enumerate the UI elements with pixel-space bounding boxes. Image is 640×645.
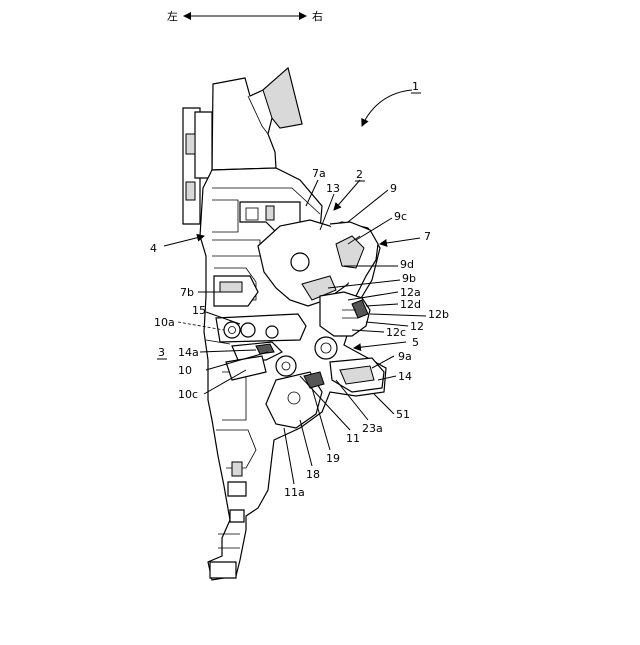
leader-9 — [348, 190, 388, 222]
leader-18 — [300, 420, 312, 466]
label-14: 14 — [398, 370, 412, 383]
plate-slot-lower — [186, 182, 195, 200]
label-12: 12 — [410, 320, 424, 333]
label-10a: 10a — [154, 316, 175, 329]
label-9a: 9a — [398, 350, 412, 363]
label-9d: 9d — [400, 258, 414, 271]
label-18: 18 — [306, 468, 320, 481]
label-9c: 9c — [394, 210, 407, 223]
direction-right-label: 右 — [312, 9, 323, 23]
label-23a: 23a — [362, 422, 383, 435]
label-9: 9 — [390, 182, 397, 195]
label-14a: 14a — [178, 346, 199, 359]
pin-10a — [224, 322, 240, 338]
stem-slot — [232, 462, 242, 476]
label-7: 7 — [424, 230, 431, 243]
leader-51 — [374, 394, 394, 414]
open-lever-slot — [220, 282, 242, 292]
label-7a: 7a — [312, 167, 326, 180]
plate-slot — [186, 134, 195, 154]
label-10: 10 — [178, 364, 192, 377]
label-4: 4 — [150, 242, 157, 255]
pin-15 — [241, 323, 255, 337]
label-10c: 10c — [178, 388, 198, 401]
leader-7 — [380, 238, 420, 244]
label-51: 51 — [396, 408, 410, 421]
plate-bracket — [195, 112, 212, 178]
leader-11a — [284, 428, 294, 484]
label-12b: 12b — [428, 308, 449, 321]
assembly-pointer — [362, 90, 412, 126]
label-11: 11 — [346, 432, 360, 445]
lock-mechanism — [183, 68, 386, 580]
leader-12b — [370, 314, 426, 316]
label-9b: 9b — [402, 272, 416, 285]
leader-5 — [354, 342, 406, 348]
leader-4 — [164, 236, 204, 246]
shaft-11 — [276, 356, 296, 376]
label-15: 15 — [192, 304, 206, 317]
label-13: 13 — [326, 182, 340, 195]
label-7b: 7b — [180, 286, 194, 299]
latch-pivot — [291, 253, 309, 271]
label-19: 19 — [326, 452, 340, 465]
stem-block-b — [230, 510, 244, 522]
inner-block-slot — [266, 206, 274, 220]
stem-block-a — [228, 482, 246, 496]
label-11a: 11a — [284, 486, 305, 499]
pawl-pivot-5 — [315, 337, 337, 359]
label-2: 2 — [356, 168, 363, 181]
label-5: 5 — [412, 336, 419, 349]
direction-left-label: 左 — [167, 10, 178, 23]
assembly-arrow — [362, 90, 412, 126]
stem-foot — [210, 562, 236, 578]
label-3: 3 — [158, 346, 165, 359]
label-12d: 12d — [400, 298, 421, 311]
pin-link — [266, 326, 278, 338]
leader-12d — [366, 304, 398, 306]
direction-indicator: 左 右 — [167, 9, 323, 23]
label-12c: 12c — [386, 326, 406, 339]
label-1: 1 — [412, 80, 419, 93]
